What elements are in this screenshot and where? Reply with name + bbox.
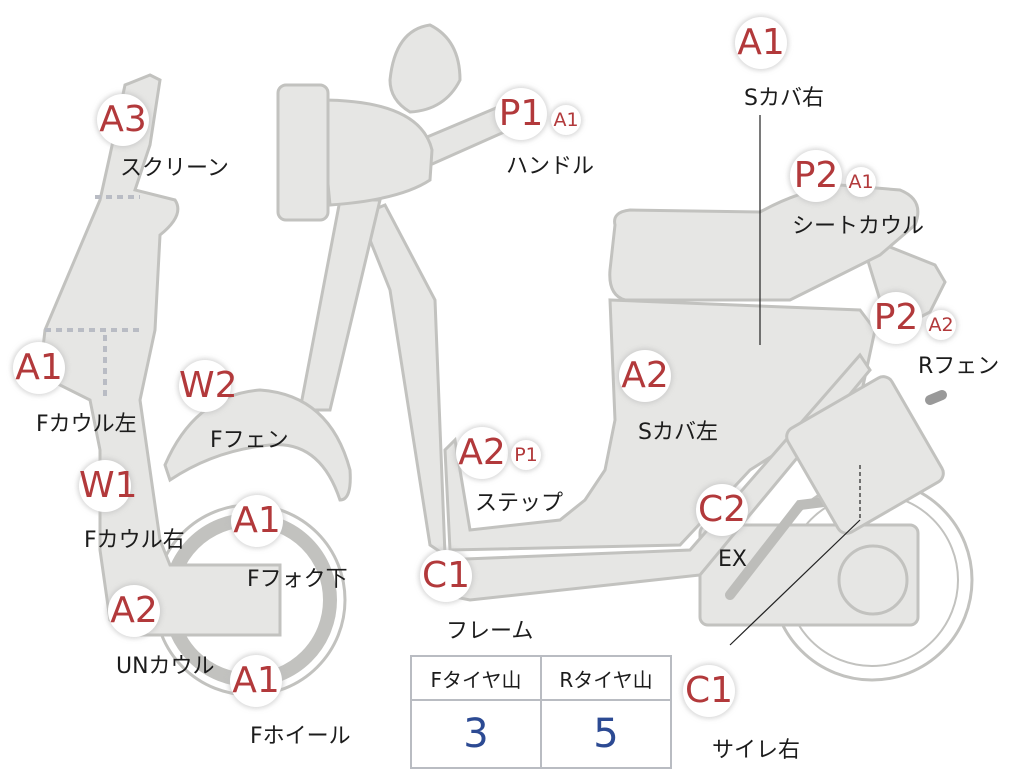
label-seat-cowl: シートカウル (792, 214, 925, 239)
front-fender-shape (163, 388, 352, 502)
frame-down-tube (358, 203, 447, 558)
badge-un-cowl-a2: A2 (108, 585, 160, 637)
header-rear-tire: Rタイヤ山 (540, 655, 672, 701)
badge-f-fender-w2: W2 (179, 360, 238, 412)
label-f-cowl-left: Fカウル左 (36, 412, 137, 437)
label-r-fender: Rフェン (918, 354, 1000, 379)
badge-f-cowl-left-a1: A1 (13, 342, 65, 394)
badge-exhaust-c2: C2 (696, 484, 748, 536)
mirror-shape (388, 23, 462, 114)
body-shape (443, 298, 877, 552)
header-front-tire: Fタイヤ山 (410, 655, 542, 701)
value-rear-tire: 5 (540, 699, 672, 769)
headlight-shape (318, 98, 434, 207)
label-exhaust: EX (718, 547, 747, 572)
badge-f-fork-lower-a1: A1 (231, 495, 283, 547)
silencer-shape (785, 375, 945, 535)
steering-column (298, 198, 382, 412)
tire-tread-table: Fタイヤ山 Rタイヤ山 3 5 (410, 655, 672, 769)
label-frame: フレーム (446, 619, 534, 644)
label-silencer-right: サイレ右 (712, 738, 801, 763)
badge-silencer-right-c1: C1 (683, 665, 735, 717)
table-header-row: Fタイヤ山 Rタイヤ山 (410, 655, 672, 701)
badge-frame-c1: C1 (420, 550, 472, 602)
value-front-tire: 3 (410, 699, 542, 769)
label-handle: ハンドル (506, 154, 595, 179)
badge-screen-a3: A3 (97, 94, 149, 146)
badge-r-fender-p2: P2 (870, 292, 922, 344)
badge-seat-cowl-a1: A1 (846, 167, 876, 197)
badge-handle-a1: A1 (551, 105, 581, 135)
badge-step-p1: P1 (511, 440, 541, 470)
seat-shape (608, 183, 920, 302)
label-s-cover-right: Sカバ右 (744, 86, 824, 111)
badge-r-fender-a2: A2 (926, 310, 956, 340)
badge-f-cowl-right-w1: W1 (79, 460, 138, 512)
badge-step-a2: A2 (456, 427, 508, 479)
label-screen: スクリーン (120, 156, 229, 181)
mirror-mount (276, 83, 330, 222)
label-f-wheel: Fホイール (250, 724, 351, 749)
badge-seat-cowl-p2: P2 (790, 150, 842, 202)
label-f-fender: Fフェン (210, 428, 289, 453)
table-row: 3 5 (410, 699, 672, 769)
label-s-cover-left: Sカバ左 (638, 420, 718, 445)
leader-silencer-right (729, 519, 861, 646)
badge-handle-p1: P1 (495, 88, 547, 140)
label-f-fork-lower: Fフォク下 (247, 567, 348, 592)
label-un-cowl: UNカウル (116, 654, 215, 679)
badge-s-cover-right-a1: A1 (735, 17, 787, 69)
rear-wheel (698, 478, 974, 682)
label-step: ステップ (475, 491, 564, 516)
badge-f-wheel-a1: A1 (230, 655, 282, 707)
label-f-cowl-right: Fカウル右 (84, 528, 185, 553)
badge-s-cover-left-a2: A2 (619, 350, 671, 402)
